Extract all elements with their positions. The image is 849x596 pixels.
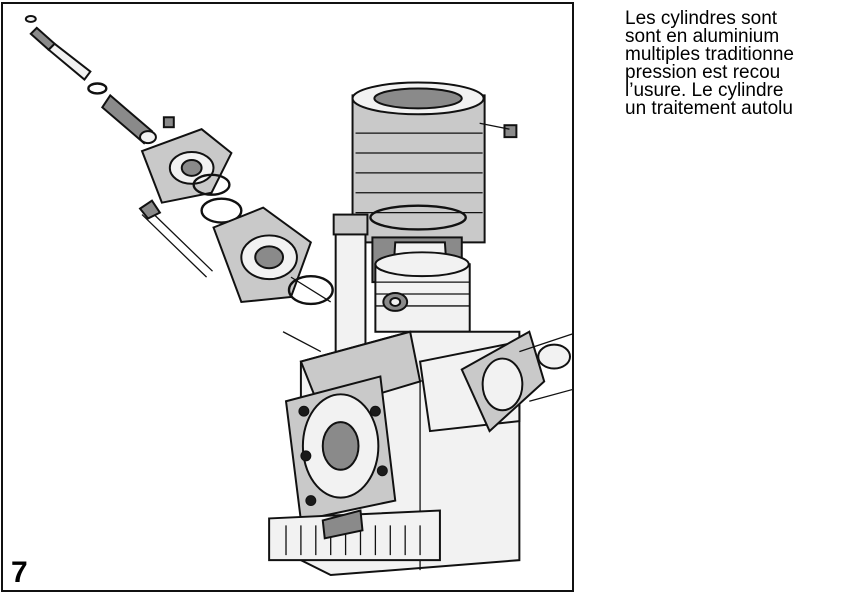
text-line: Les cylindres sont — [625, 10, 778, 29]
text-line: pression est recou — [625, 62, 781, 83]
intake-tube-part — [100, 93, 175, 145]
o-ring-left — [287, 274, 334, 306]
valve-spring-part — [24, 14, 92, 81]
cylinder-head-left — [212, 206, 313, 304]
figure-frame: 7 — [1, 2, 574, 592]
o-ring-small — [87, 82, 108, 95]
exploded-compressor-illustration — [24, 14, 572, 577]
text-line: multiples traditionne — [625, 44, 794, 65]
bolt-set-left — [138, 199, 332, 353]
piston — [374, 251, 471, 333]
text-line: sont en aluminium — [625, 26, 780, 47]
cylinder-gasket — [369, 204, 467, 231]
figure-number: 7 — [11, 556, 28, 589]
valve-flange-left — [140, 128, 243, 224]
description-text: Les cylindres sont sont en aluminium mul… — [625, 10, 849, 118]
text-line: l’usure. Le cylindre — [625, 80, 784, 101]
text-line: un traitement autolu — [625, 98, 793, 118]
flange-right-mount — [460, 330, 572, 433]
